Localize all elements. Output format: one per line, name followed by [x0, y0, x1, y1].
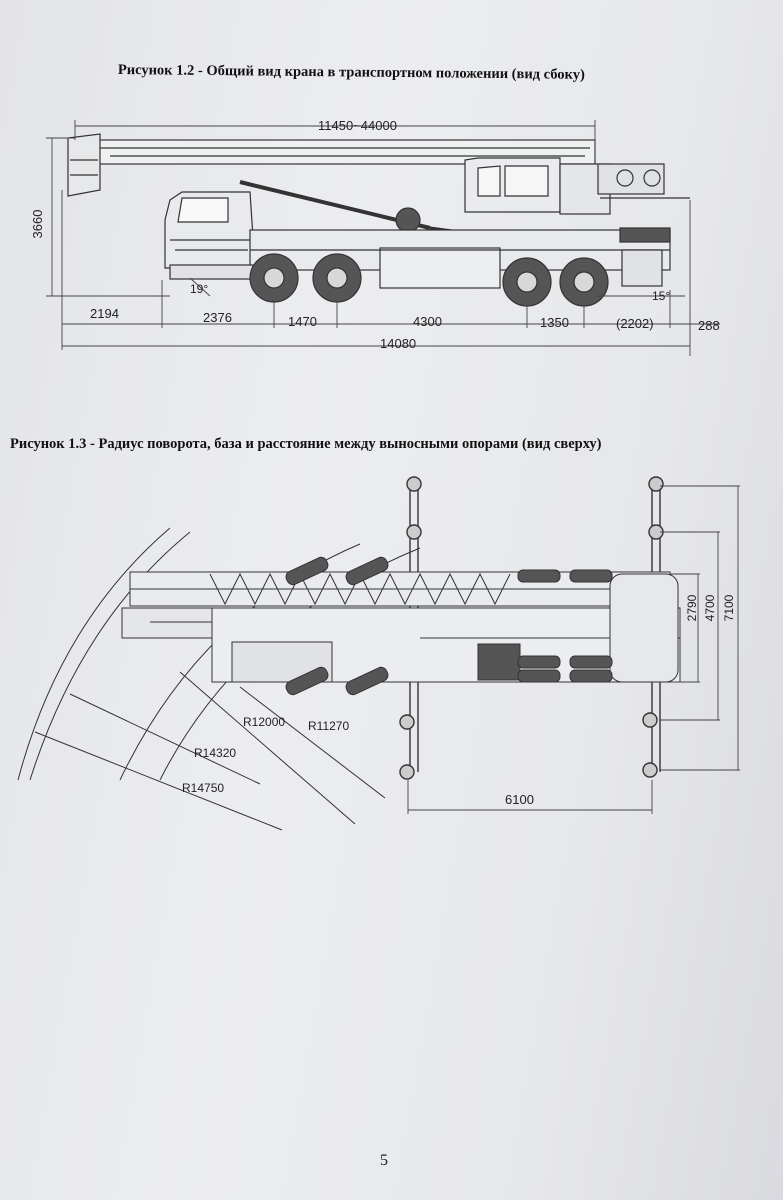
page-number: 5: [380, 1152, 388, 1169]
dim-axle-spacing-2: 1350: [540, 315, 569, 330]
dim-2790: 2790: [685, 594, 699, 621]
dim-front-axle: 2376: [203, 310, 232, 325]
dim-4700: 4700: [703, 594, 717, 621]
luffing-cylinder: [239, 180, 461, 234]
radius-leaders: [34, 671, 386, 831]
dim-approach-angle: 19°: [190, 282, 208, 296]
carrier-cab: [164, 191, 256, 269]
tires: [285, 556, 613, 696]
dim-6100: 6100: [505, 792, 534, 807]
dimension-lines: [407, 485, 740, 814]
dim-axle-spacing-1: 1470: [288, 314, 317, 329]
dim-departure-angle: 15°: [652, 289, 670, 303]
superstructure-cab: [464, 157, 690, 215]
dim-rear-overhang: (2202): [616, 316, 654, 331]
crane-top-view-drawing: R12000 R11270 R14320 R14750 2790 4700 71…: [17, 476, 740, 831]
chassis: [169, 227, 671, 289]
crane-side-view-drawing: 11450~44000 3660 2194 2376 1470 4300 135…: [30, 118, 720, 356]
figure-1-2-caption: Рисунок 1.2 - Общий вид крана в транспор…: [117, 62, 585, 83]
dim-total-length: 14080: [380, 336, 416, 351]
radius-r11270-label: R11270: [308, 719, 349, 733]
dim-boom-length: 11450~44000: [318, 118, 397, 133]
dim-front-overhang: 2194: [90, 306, 119, 321]
radius-r14750-label: R14750: [182, 781, 224, 795]
dimension-lines: [46, 120, 720, 356]
dim-height: 3660: [30, 210, 45, 239]
dim-wheelbase: 4300: [413, 314, 442, 329]
dim-7100: 7100: [722, 594, 736, 621]
dim-rear-extra: 288: [698, 318, 720, 333]
radius-r12000-label: R12000: [243, 715, 285, 729]
radius-r14320-label: R14320: [194, 746, 236, 760]
figure-1-3-caption: Рисунок 1.3 - Радиус поворота, база и ра…: [10, 436, 602, 452]
boom: [67, 133, 596, 197]
carrier-body: [211, 573, 681, 683]
